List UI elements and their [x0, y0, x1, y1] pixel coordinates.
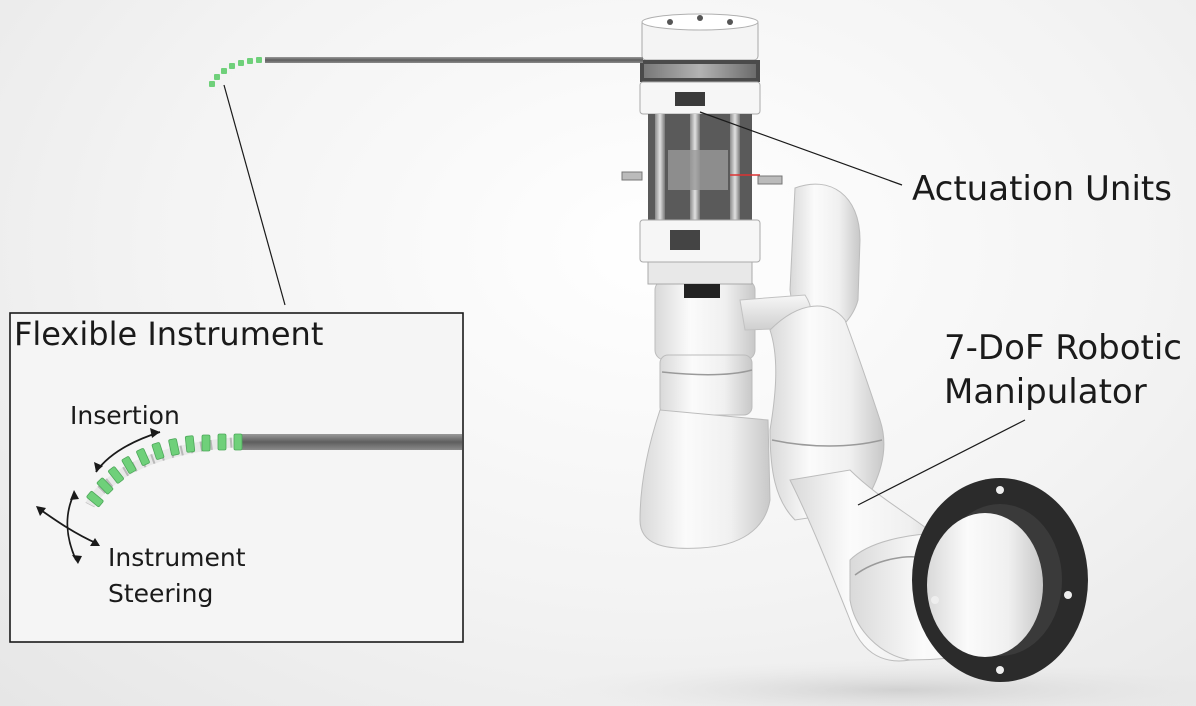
label-robotic-manipulator-line1: 7-DoF Robotic [944, 328, 1182, 368]
leader-line-flexible [223, 84, 286, 306]
instrument-shaft-top [209, 57, 643, 87]
floor-shadow [540, 660, 1196, 706]
label-instrument-steering: Instrument Steering [108, 540, 246, 613]
leader-line-manipulator [857, 419, 1026, 506]
leader-line-actuation [699, 111, 903, 186]
label-robotic-manipulator: 7-DoF Robotic Manipulator [944, 326, 1182, 414]
label-robotic-manipulator-line2: Manipulator [944, 372, 1147, 413]
label-actuation-units: Actuation Units [912, 169, 1172, 209]
label-instrument-steering-line1: Instrument [108, 543, 246, 572]
label-flexible-instrument: Flexible Instrument [14, 315, 324, 353]
label-instrument-steering-line2: Steering [108, 579, 214, 609]
label-insertion: Insertion [70, 401, 180, 430]
robotic-manipulator [639, 183, 1088, 682]
actuation-units [621, 13, 783, 298]
flexible-instrument-inset [9, 312, 464, 643]
